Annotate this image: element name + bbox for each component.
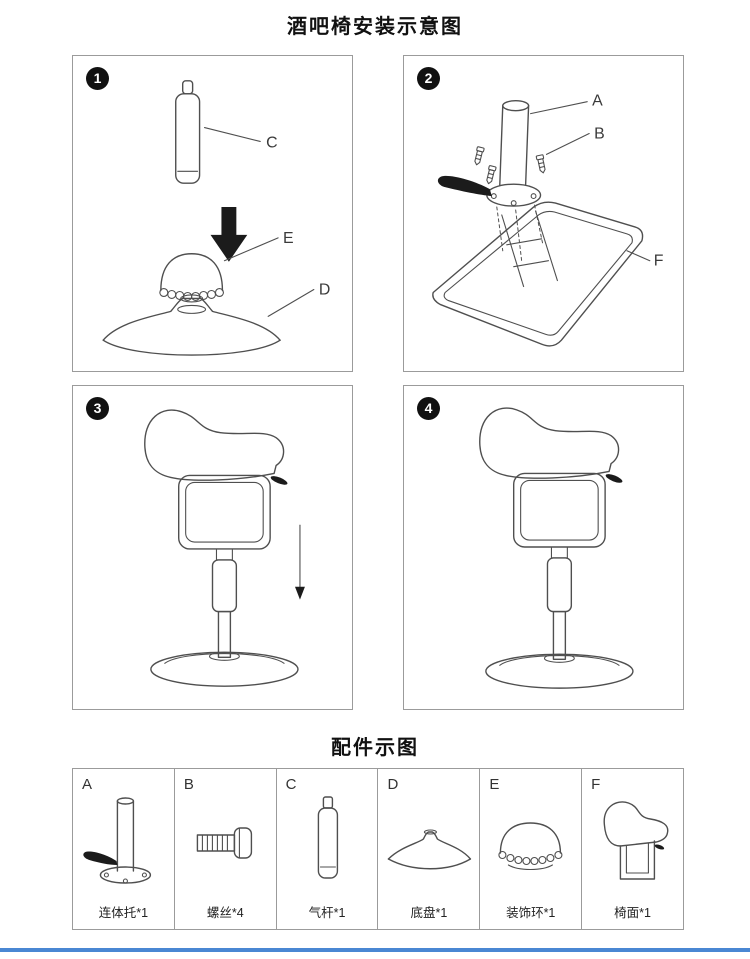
step-4-illustration: [479, 407, 634, 689]
part-letter: F: [591, 776, 601, 793]
page-title: 酒吧椅安装示意图: [287, 16, 463, 38]
decor-ring-drawing: [159, 253, 224, 314]
gas-rod-drawing: [175, 80, 201, 184]
seat-icon: [603, 801, 669, 880]
label-b-leader: [545, 132, 590, 155]
part-name: 连体托*1: [98, 906, 149, 920]
part-letter: D: [387, 776, 399, 793]
screws-drawing: [474, 146, 546, 185]
mount-tube-icon: [83, 797, 152, 884]
step-panel-4: 4: [403, 385, 684, 710]
base-plate-icon: [388, 829, 472, 870]
screw-icon: [196, 827, 252, 859]
down-motion-arrow-icon: [294, 524, 305, 600]
part-name: 螺丝*4: [206, 906, 244, 920]
label-d: D: [319, 281, 330, 298]
part-cell-d: D 底盘*1: [378, 769, 481, 929]
part-cell-a: A 连体托*1: [73, 769, 175, 929]
step-1-badge: 1: [86, 67, 109, 90]
part-name: 椅面*1: [614, 906, 651, 920]
bottom-accent-bar: [0, 948, 750, 952]
label-a: A: [592, 93, 603, 110]
parts-table: A 连体托*1 B: [72, 768, 684, 930]
part-letter: E: [489, 776, 500, 793]
part-name: 底盘*1: [410, 906, 448, 920]
part-cell-b: B 螺丝*4: [175, 769, 277, 929]
step-panel-1: 1: [72, 55, 353, 372]
label-a-leader: [530, 101, 588, 115]
label-c: C: [266, 134, 277, 151]
label-d-leader: [267, 288, 315, 317]
seat-frame-drawing: [432, 201, 644, 347]
part-cell-e: E 装饰环*1: [480, 769, 583, 929]
gas-lift-icon: [317, 796, 338, 879]
step-1-illustration: C E D: [102, 80, 330, 356]
step-2-badge: 2: [417, 67, 440, 90]
part-letter: A: [82, 776, 93, 793]
lever-handle-icon: [437, 175, 492, 197]
step-4-badge: 4: [417, 397, 440, 420]
part-name: 气杆*1: [308, 906, 346, 920]
base-plate-drawing: [102, 294, 281, 356]
label-f-leader: [626, 250, 651, 262]
label-c-leader: [204, 126, 261, 143]
step-2-illustration: A B F: [432, 93, 664, 347]
mount-tube-drawing: [499, 100, 530, 186]
label-b: B: [594, 125, 605, 142]
adjust-lever-icon: [270, 476, 288, 485]
label-e-leader: [223, 237, 279, 262]
part-cell-f: F 椅面*1: [582, 769, 683, 929]
parts-title: 配件示图: [331, 737, 419, 759]
label-f: F: [654, 253, 664, 270]
mount-plate-drawing: [486, 183, 542, 207]
step-panel-2: 2: [403, 55, 684, 372]
down-arrow-icon: [210, 207, 248, 262]
label-e: E: [283, 230, 294, 247]
adjust-lever-icon: [605, 474, 623, 483]
part-letter: C: [285, 776, 297, 793]
step-3-badge: 3: [86, 397, 109, 420]
stool-drawing: [144, 409, 299, 687]
part-letter: B: [183, 776, 194, 793]
part-name: 装饰环*1: [506, 906, 556, 920]
stool-drawing: [479, 407, 634, 689]
decor-ring-icon: [498, 822, 563, 871]
step-3-illustration: [144, 409, 305, 687]
step-panel-3: 3: [72, 385, 353, 710]
part-cell-c: C 气杆*1: [277, 769, 379, 929]
